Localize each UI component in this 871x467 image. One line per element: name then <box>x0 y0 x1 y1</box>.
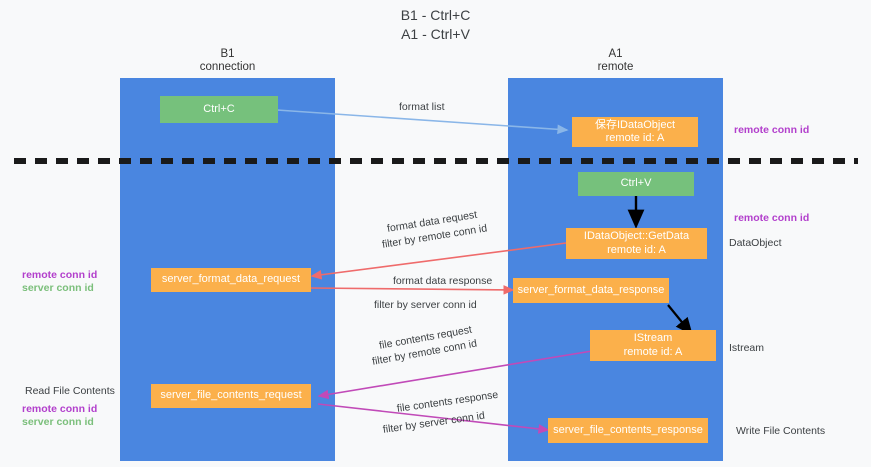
annotation-left-server-conn-id-mid: server conn id <box>22 282 94 294</box>
node-server-file-contents-request-label: server_file_contents_request <box>160 389 302 402</box>
edge-label-format-list: format list <box>399 101 445 113</box>
node-getdata-line2: remote id: A <box>607 243 666 256</box>
node-server-file-contents-response-label: server_file_contents_response <box>553 423 703 436</box>
node-server-file-contents-response[interactable]: server_file_contents_response <box>548 418 708 443</box>
annotation-right-write-file-contents: Write File Contents <box>736 425 826 437</box>
node-server-file-contents-request[interactable]: server_file_contents_request <box>151 384 311 408</box>
node-ctrl-c-label: Ctrl+C <box>203 102 235 115</box>
node-istream[interactable]: IStream remote id: A <box>590 330 716 361</box>
node-save-idataobject[interactable]: 保存IDataObject remote id: A <box>572 117 698 147</box>
filter-key-server-conn-id-2: server conn id <box>418 409 486 431</box>
node-istream-line2: remote id: A <box>623 345 683 358</box>
annotation-right-remote-conn-id-mid: remote conn id <box>734 212 810 224</box>
annotation-right-istream: Istream <box>729 342 765 354</box>
node-getdata-line1: IDataObject::GetData <box>583 230 690 242</box>
edge-label-format-data-response-filter: filter by server conn id <box>374 298 477 312</box>
node-server-format-data-response-label: server_format_data_response <box>517 283 665 296</box>
node-idataobject-getdata[interactable]: IDataObject::GetData remote id: A <box>566 228 707 259</box>
title-line-2: A1 - Ctrl+V <box>401 26 470 42</box>
filter-prefix-1: filter by <box>381 233 420 251</box>
annotation-left-server-conn-id-bottom: server conn id <box>22 416 94 428</box>
lane-header-b1-name: B1 <box>220 48 235 60</box>
filter-prefix-2: filter by <box>374 299 411 311</box>
node-server-format-data-request[interactable]: server_format_data_request <box>151 268 311 292</box>
lane-header-a1: A1 remote <box>508 48 723 74</box>
node-ctrl-v[interactable]: Ctrl+V <box>578 172 694 196</box>
filter-key-server-conn-id-1: server conn id <box>410 299 477 311</box>
node-server-format-data-request-label: server_format_data_request <box>161 273 301 286</box>
page-title: B1 - Ctrl+C A1 - Ctrl+V <box>0 6 871 44</box>
lane-header-b1-sub: connection <box>199 61 256 73</box>
lane-header-b1: B1 connection <box>120 48 335 74</box>
node-istream-line1: IStream <box>633 332 673 344</box>
lane-header-a1-name: A1 <box>608 48 623 60</box>
node-ctrl-c[interactable]: Ctrl+C <box>160 96 278 123</box>
annotation-left-read-file-contents: Read File Contents <box>25 385 115 397</box>
annotation-left-remote-conn-id-mid: remote conn id <box>22 269 98 281</box>
edge-label-format-data-response: format data response <box>393 275 493 287</box>
node-save-idataobject-line2: remote id: A <box>605 132 665 144</box>
annotation-right-dataobject: DataObject <box>729 237 782 249</box>
node-server-format-data-response[interactable]: server_format_data_response <box>513 278 669 303</box>
filter-prefix-3: filter by <box>371 349 410 368</box>
title-line-1: B1 - Ctrl+C <box>400 7 471 23</box>
arrow-format-data-response <box>309 285 515 295</box>
lane-header-a1-sub: remote <box>597 61 634 73</box>
filter-prefix-4: filter by <box>382 418 421 436</box>
annotation-left-remote-conn-id-bottom: remote conn id <box>22 403 98 415</box>
node-ctrl-v-label: Ctrl+V <box>620 177 652 190</box>
node-save-idataobject-line1: 保存IDataObject <box>594 118 676 131</box>
annotation-right-remote-conn-id-top: remote conn id <box>734 124 810 136</box>
